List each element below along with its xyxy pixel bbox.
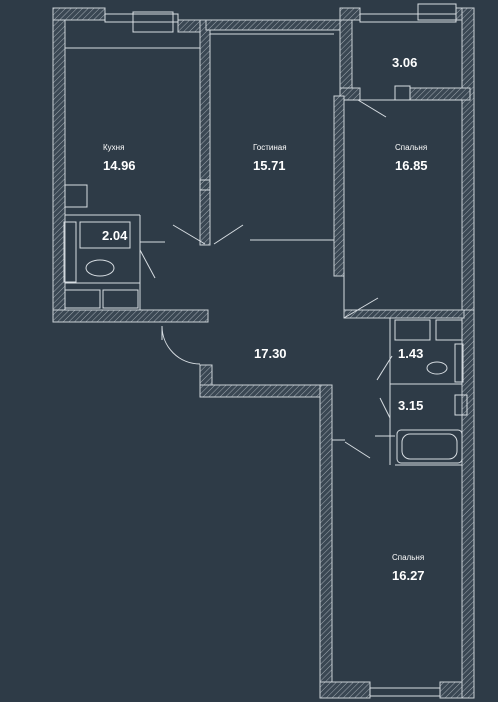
fixtures	[63, 179, 468, 464]
room-kitchen-name: Кухня	[103, 143, 124, 152]
room-bathroom2-area: 3.15	[398, 398, 423, 413]
room-bedroom2-area: 16.27	[392, 568, 425, 583]
interior-lines	[65, 33, 462, 466]
room-kitchen: Кухня 14.96	[103, 143, 136, 173]
room-balcony-area: 3.06	[392, 55, 417, 70]
room-balcony: 3.06	[392, 55, 417, 70]
room-bathroom2: 3.15	[398, 398, 423, 413]
room-toilet-area: 1.43	[398, 346, 423, 361]
room-bedroom2: Спальня 16.27	[392, 553, 425, 583]
windows	[104, 3, 457, 697]
room-bedroom1: Спальня 16.85	[395, 143, 428, 173]
room-toilet: 1.43	[398, 346, 423, 361]
room-living: Гостиная 15.71	[253, 143, 287, 173]
room-living-name: Гостиная	[253, 143, 287, 152]
room-kitchen-area: 14.96	[103, 158, 136, 173]
room-bathroom1: 2.04	[102, 228, 128, 243]
room-bedroom1-area: 16.85	[395, 158, 428, 173]
room-hall-area: 17.30	[254, 346, 287, 361]
room-living-area: 15.71	[253, 158, 286, 173]
room-bathroom1-area: 2.04	[102, 228, 128, 243]
room-bedroom1-name: Спальня	[395, 143, 427, 152]
room-bedroom2-name: Спальня	[392, 553, 424, 562]
room-hall: 17.30	[254, 346, 287, 361]
outer-walls	[52, 7, 475, 699]
